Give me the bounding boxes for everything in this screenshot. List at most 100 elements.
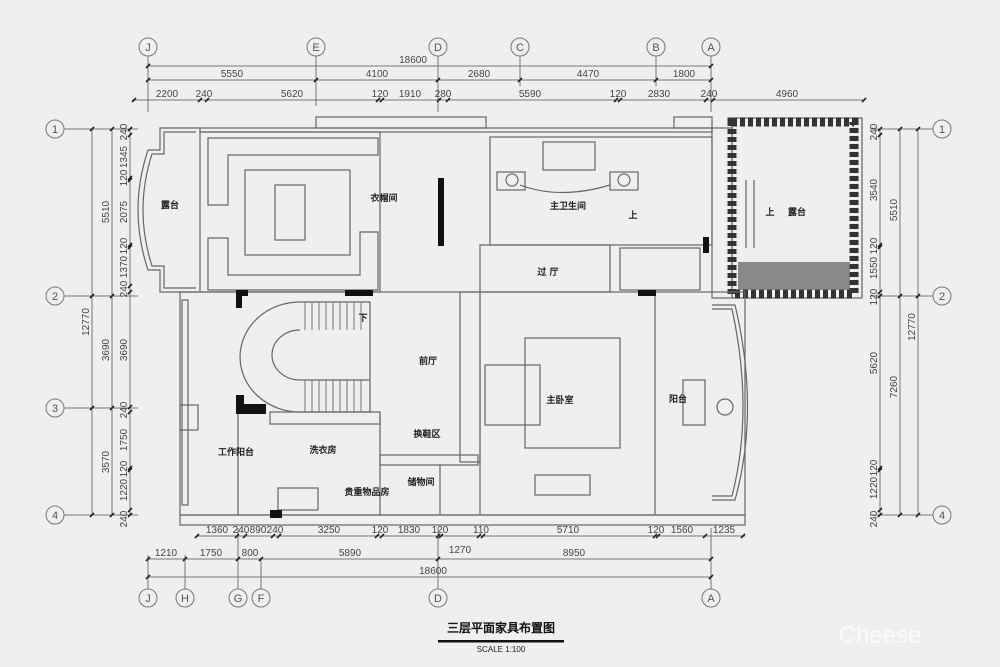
dim-text: 1235 [713,525,736,536]
dim-tick [313,77,319,83]
dim-tick [258,556,264,562]
dim-tick [131,97,137,103]
dim-text: 4470 [577,69,600,80]
dim-text: 1220 [119,478,130,501]
grid-label: 3 [52,403,58,415]
room-terrace-left: 露台 [161,199,179,211]
dim-tick [877,126,883,132]
dim-tick [109,405,115,411]
dim-text: 120 [610,89,627,100]
dim-tick [89,512,95,518]
dim-tick [708,574,714,580]
grid-label: H [181,593,189,605]
room-master-bedroom: 主卧室 [546,394,573,406]
grid-bubbles-left: 1 2 3 4 [45,119,138,525]
dim-text: 240 [701,89,718,100]
dim-tick [109,126,115,132]
dim-tick [127,177,133,183]
dim-tick [204,97,210,103]
title-underline [438,640,564,643]
dim-text: 1800 [673,69,696,80]
grid-label: G [234,593,243,605]
dim-tick [435,556,441,562]
dim-text: 280 [435,89,452,100]
dim-tick [89,293,95,299]
dim-tick [379,533,385,539]
grid-label: E [312,42,319,54]
dim-text: 5620 [869,351,880,374]
dim-text: 120 [372,89,389,100]
drawing-scale: SCALE 1:100 [477,645,526,654]
dim-tick [127,465,133,471]
dim-text: 5510 [889,198,900,221]
dim-text: 120 [372,525,389,536]
dim-tick [877,242,883,248]
drawing-title: 三层平面家具布置图 [447,620,555,635]
dim-text: 240 [119,510,130,527]
dim-text: 12770 [81,308,92,336]
dim-text: 4960 [776,89,799,100]
dim-tick [877,512,883,518]
dim-tick [861,97,867,103]
dim-text: 5590 [519,89,542,100]
grid-label: D [434,42,442,54]
dim-text: 5710 [557,525,580,536]
watermark: Cheese [839,622,922,649]
dim-text: 120 [432,525,449,536]
dim-text: 240 [267,525,284,536]
dim-tick [517,77,523,83]
dimension-lines [91,65,919,578]
dim-tick [145,574,151,580]
dim-text: 1830 [398,525,421,536]
dim-tick [145,556,151,562]
down-label: 下 [358,313,367,324]
grid-label: F [258,593,265,605]
up-label: 上 [765,206,774,218]
dim-tick [436,97,442,103]
dim-text: 3690 [119,338,130,361]
dim-tick [127,126,133,132]
room-foyer: 前厅 [419,355,437,367]
dim-tick [145,63,151,69]
dim-text: 120 [119,237,130,254]
dim-tick [653,77,659,83]
dim-text: 1270 [449,545,472,556]
drawing-title-block: 三层平面家具布置图 SCALE 1:100 Cheese [438,620,921,654]
room-work-balcony: 工作阳台 [218,446,254,458]
grid-label: C [516,42,524,54]
grid-label: 4 [52,510,58,522]
dim-text: 800 [242,548,259,559]
dim-tick [897,293,903,299]
dim-tick [379,97,385,103]
dim-tick [915,126,921,132]
dim-text: 1750 [200,548,223,559]
dim-text: 2680 [468,69,491,80]
dim-tick [109,293,115,299]
dim-tick [897,126,903,132]
grid-label: A [707,593,715,605]
dim-tick [702,533,708,539]
dim-tick [435,77,441,83]
dim-text: 120 [119,169,130,186]
top-dimensions: 18600 5550 4100 2680 4470 1800 2200 240 … [156,55,799,100]
dim-tick [127,175,133,181]
dim-text: 1750 [119,428,130,451]
dim-tick [127,512,133,518]
dim-text: 3250 [318,525,341,536]
dim-text: 3540 [869,178,880,201]
dim-text: 120 [119,460,130,477]
left-dimensions: 2401345120207512013702403690240175012012… [81,123,130,527]
grid-label: 1 [939,124,945,136]
grid-label: 2 [52,291,58,303]
dim-tick [127,404,133,410]
dim-text: 18600 [419,566,447,577]
dim-text: 1910 [399,89,422,100]
dim-tick [445,97,451,103]
dim-text: 1560 [671,525,694,536]
dim-text: 240 [119,280,130,297]
dim-tick [276,533,282,539]
grid-label: 1 [52,124,58,136]
dim-text: 2200 [156,89,179,100]
room-storage: 储物间 [407,476,434,488]
grid-label: 4 [939,510,945,522]
